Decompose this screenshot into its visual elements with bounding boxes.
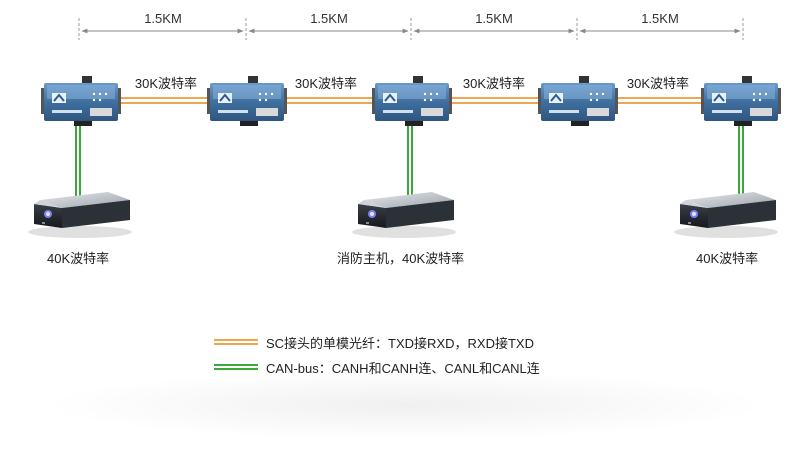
fiber-rate-label: 30K波特率 <box>134 76 198 91</box>
fiber-legend-text: SC接头的单模光纤：TXD接RXD，RXD接TXD <box>266 335 534 351</box>
pc-rate-label-right: 40K波特率 <box>696 251 759 266</box>
canbus-legend-swatch <box>214 364 258 370</box>
legend-fiber: SC接头的单模光纤：TXD接RXD，RXD接TXD <box>214 333 534 351</box>
distance-label: 1.5KM <box>641 11 679 26</box>
dimension-lines <box>78 18 744 40</box>
legend-canbus: CAN-bus：CANH和CANH连、CANL和CANL连 <box>214 358 540 376</box>
fiber-rate-label: 30K波特率 <box>294 76 358 91</box>
converter-device <box>701 76 781 126</box>
canbus-links <box>75 126 744 196</box>
floor-shadow <box>40 370 770 440</box>
converter-device <box>41 76 121 126</box>
fiber-links <box>118 97 706 104</box>
fiber-rate-label: 30K波特率 <box>626 76 690 91</box>
converter-device <box>372 76 452 126</box>
pc-rate-label-left: 40K波特率 <box>47 251 110 266</box>
distance-label: 1.5KM <box>310 11 348 26</box>
fiber-rate-label: 30K波特率 <box>462 76 526 91</box>
pc-host <box>352 192 456 238</box>
converter-device <box>538 76 618 126</box>
pc-host <box>28 192 132 238</box>
distance-label: 1.5KM <box>144 11 182 26</box>
pc-host <box>674 192 778 238</box>
distance-label: 1.5KM <box>475 11 513 26</box>
fiber-legend-swatch <box>214 339 258 345</box>
converter-device <box>207 76 287 126</box>
canbus-legend-text: CAN-bus：CANH和CANH连、CANL和CANL连 <box>266 360 540 376</box>
pc-rate-label-center: 消防主机，40K波特率 <box>337 251 465 266</box>
